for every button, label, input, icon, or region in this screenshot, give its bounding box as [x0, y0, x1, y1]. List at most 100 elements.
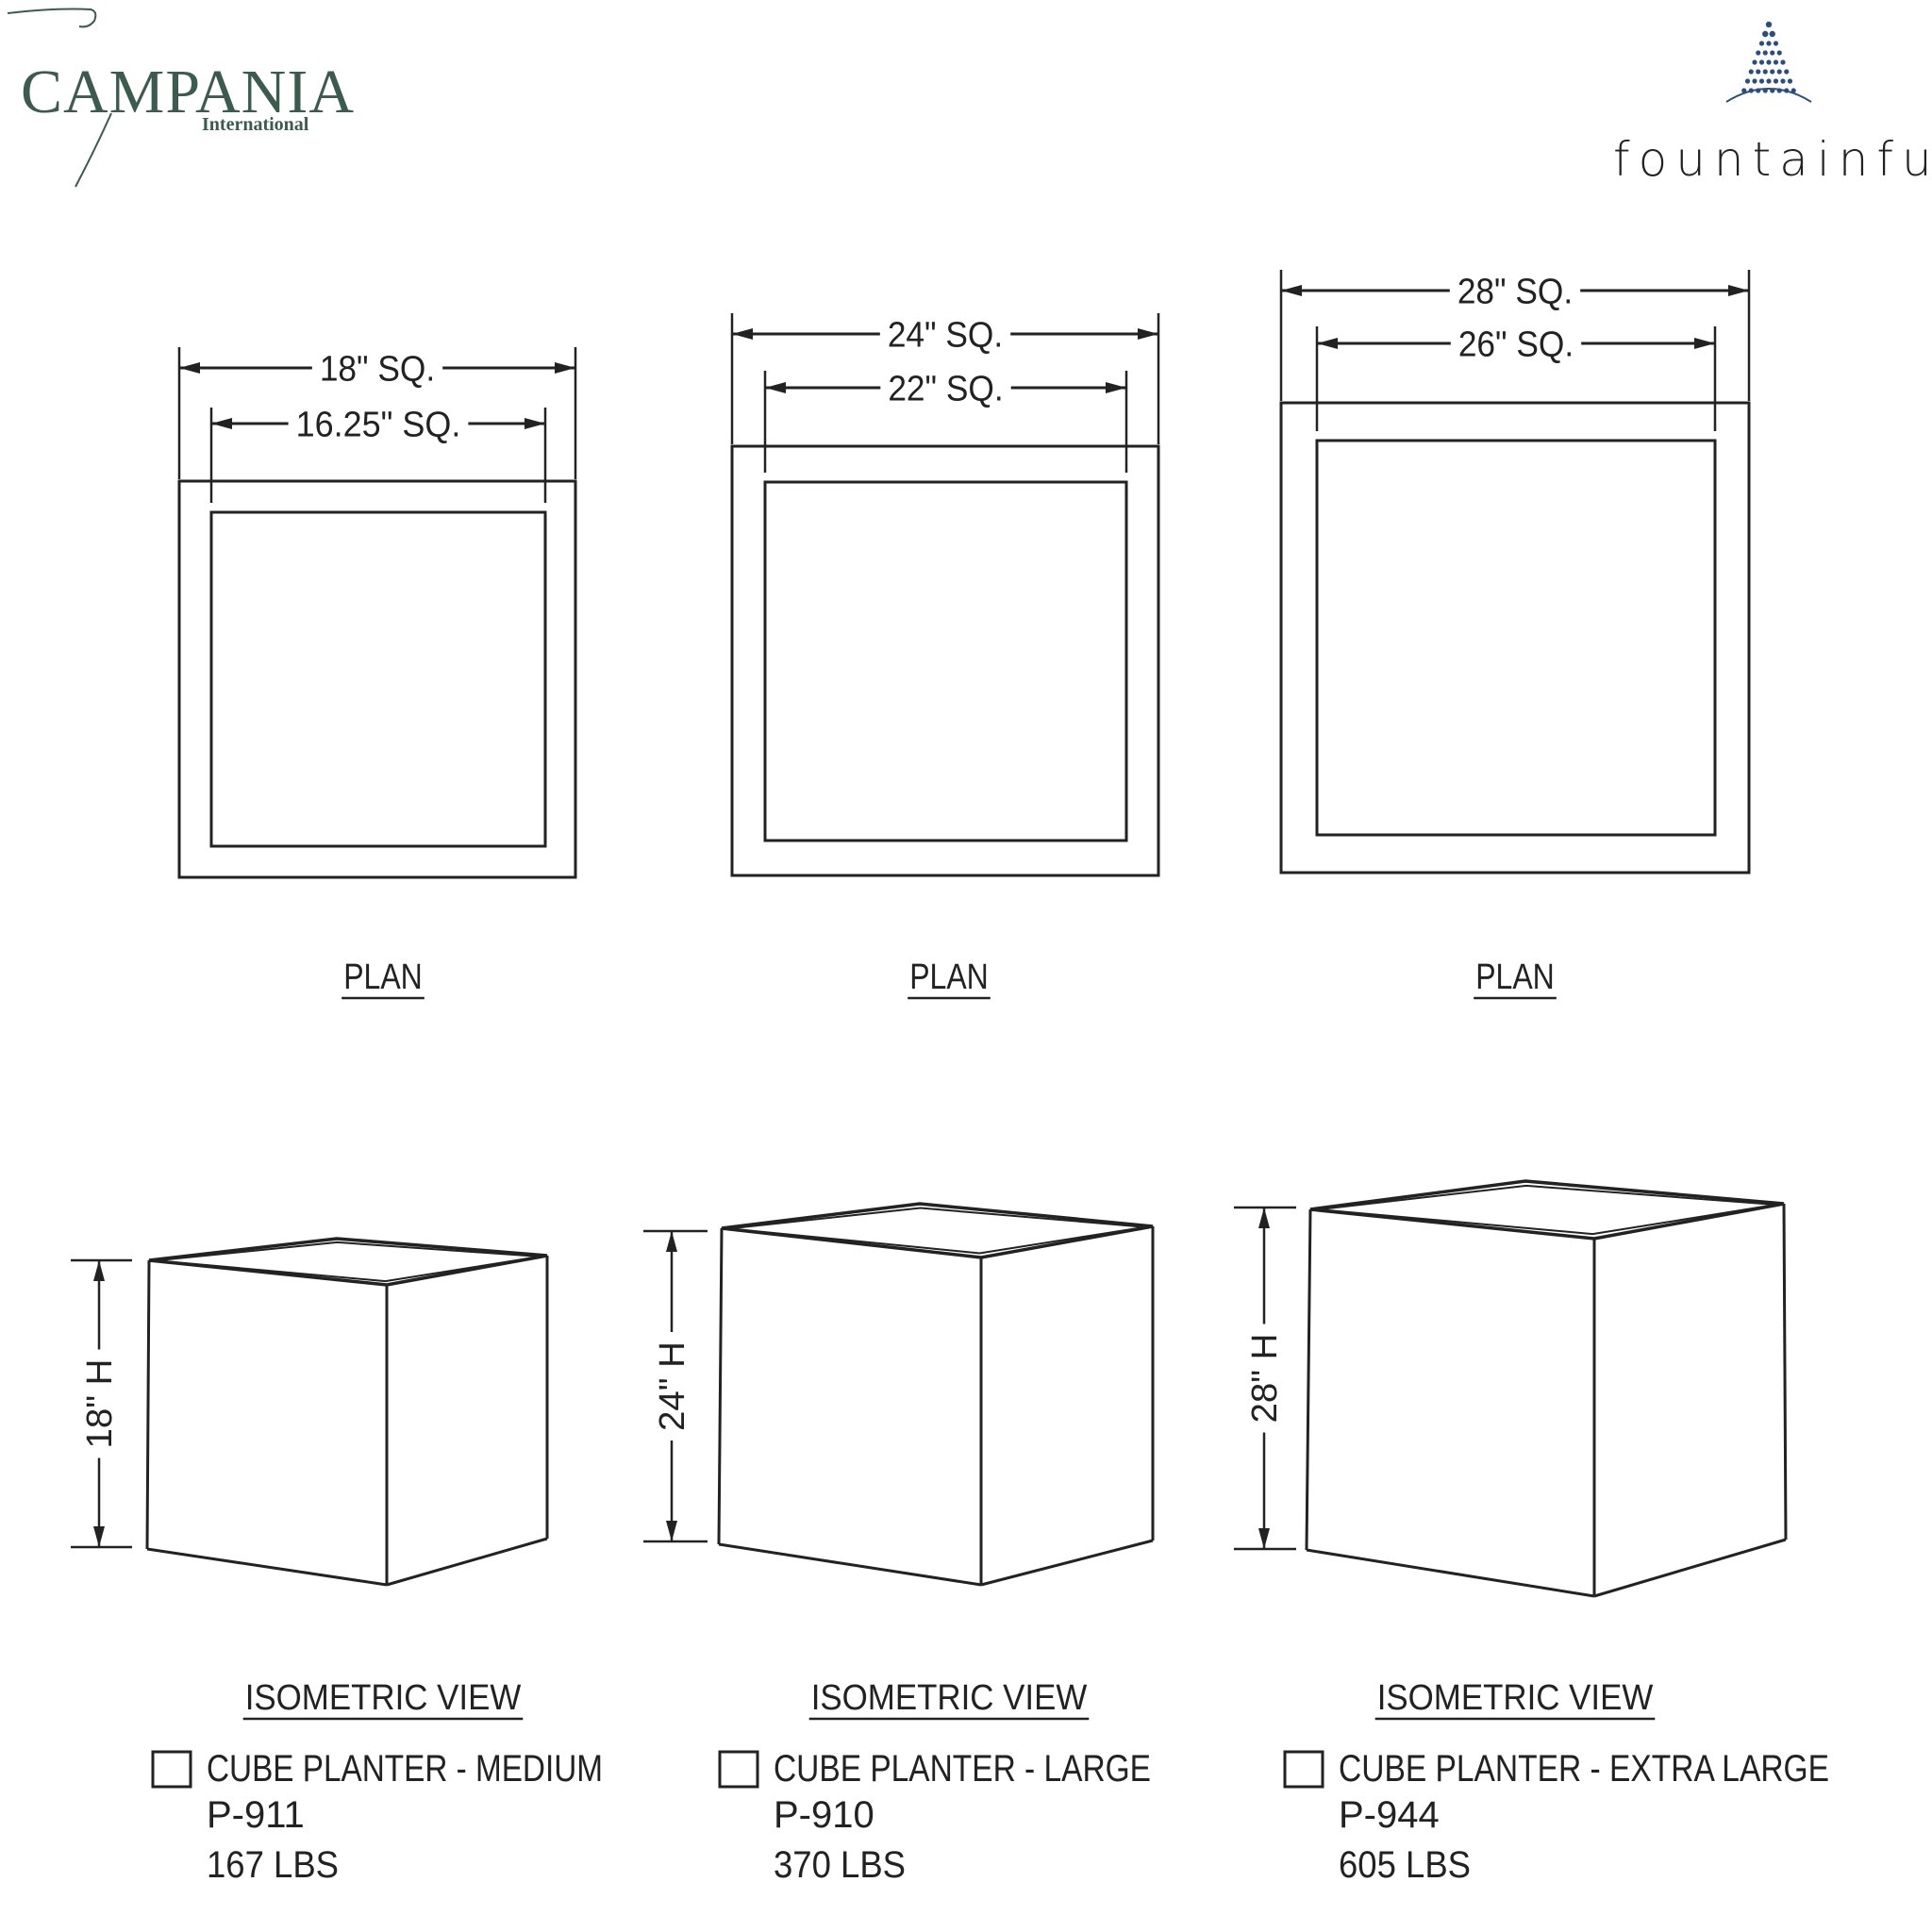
product-3-outer-dim-label: 28" SQ. [1457, 273, 1573, 312]
fountainful-dot [1756, 69, 1761, 75]
fountainful-dot [1770, 50, 1775, 56]
product-1-outer-dim-label: 18" SQ. [320, 350, 435, 390]
product-1-checkbox [151, 1750, 192, 1789]
product-3-name: CUBE PLANTER - EXTRA LARGE [1339, 1748, 1829, 1790]
fountainful-dot [1770, 69, 1775, 75]
product-2-iso-top-rim [728, 1207, 1146, 1255]
product-2-outer-dim-arrow-right [1138, 328, 1158, 340]
fountainful-dot [1744, 78, 1751, 84]
fountainful-dot [1766, 41, 1772, 46]
product-3-iso-edge-right [1782, 1203, 1788, 1541]
product-1-iso-view-label: ISOMETRIC VIEW [245, 1678, 522, 1718]
product-1-inner-dim-label: 16.25" SQ. [296, 406, 461, 445]
product-2-code: P-910 [774, 1794, 874, 1836]
campania-sub: International [202, 114, 309, 135]
product-2-height-label: 24" H [653, 1341, 692, 1431]
fountainful-dot [1752, 59, 1757, 65]
fountainful-dot [1748, 69, 1754, 75]
fountainful-dot [1762, 30, 1769, 38]
product-3-inner-dim-label: 26" SQ. [1458, 325, 1574, 365]
product-3-plan-inner-square [1315, 439, 1717, 837]
product-1-iso-bottom-left [146, 1547, 388, 1587]
product-3-code: P-944 [1339, 1794, 1440, 1836]
product-1-plan-outer-square [177, 479, 577, 879]
fountainful-dot [1762, 69, 1768, 75]
product-2-inner-dim-arrow-right [1106, 382, 1126, 393]
fountainful-wordmark: fountainful [1613, 132, 1932, 187]
fountainful-dot [1769, 30, 1775, 38]
product-3-height-arrow-bottom [1258, 1528, 1270, 1549]
fountainful-dot [1776, 50, 1782, 56]
product-2-plan-outer-square [730, 444, 1160, 877]
fountainful-dot [1758, 59, 1765, 65]
product-2-plan-label: PLAN [909, 958, 989, 997]
product-1-plan-label: PLAN [343, 958, 423, 997]
fountainful-dot [1784, 69, 1790, 75]
product-2-plan-inner-square [763, 480, 1128, 842]
product-2-iso-edge-left [717, 1227, 724, 1545]
fountainful-dot [1762, 50, 1768, 56]
product-3-iso-bottom-left [1306, 1548, 1595, 1598]
product-1-weight: 167 LBS [207, 1844, 339, 1886]
fountainful-dot [1758, 41, 1765, 46]
product-2-iso-bottom-right [980, 1539, 1154, 1587]
product-2-iso-bottom-left [718, 1542, 982, 1587]
product-3-height-label: 28" H [1245, 1334, 1285, 1424]
product-2-name: CUBE PLANTER - LARGE [774, 1748, 1151, 1790]
product-3-iso-top-rim [1318, 1184, 1776, 1236]
product-3-iso-bottom-right [1593, 1538, 1787, 1598]
fountainful-arc [1725, 88, 1812, 103]
product-1-code: P-911 [207, 1794, 305, 1836]
product-3-plan-label: PLAN [1475, 958, 1555, 997]
fountainful-dot [1766, 78, 1772, 84]
fountainful-dot [1758, 78, 1765, 84]
campania-swoosh-icon [7, 8, 112, 188]
fountainful-mark-icon [1725, 21, 1812, 103]
fountainful-logo: fountainful [1604, 9, 1932, 198]
product-1-height-arrow-top [93, 1260, 105, 1281]
fountainful-dot [1780, 59, 1786, 65]
fountainful-dot [1773, 59, 1779, 65]
product-1-name: CUBE PLANTER - MEDIUM [207, 1748, 603, 1790]
fountainful-dot [1752, 78, 1757, 84]
product-2-outer-dim-label: 24" SQ. [888, 316, 1003, 356]
product-2-weight: 370 LBS [774, 1844, 906, 1886]
product-1-plan-inner-square [209, 510, 547, 848]
product-3-iso-edge-left [1305, 1208, 1312, 1551]
product-1-iso-top-rim [156, 1241, 541, 1283]
product-2-height-arrow-top [666, 1231, 677, 1252]
product-2-height-arrow-bottom [666, 1521, 677, 1541]
product-3-weight: 605 LBS [1339, 1844, 1471, 1886]
product-3-checkbox [1283, 1750, 1324, 1789]
product-2-inner-dim-arrow-left [765, 382, 786, 393]
product-1-inner-dim-arrow-right [525, 418, 545, 429]
product-1-outer-dim-arrow-right [555, 362, 575, 374]
product-1-iso-bottom-right [386, 1537, 548, 1587]
fountainful-dot [1766, 59, 1772, 65]
fountainful-dot [1787, 78, 1793, 84]
fountainful-dot [1773, 78, 1779, 84]
product-1-height-label: 18" H [80, 1359, 120, 1449]
fountainful-dot [1780, 78, 1786, 84]
fountainful-dot [1765, 21, 1773, 28]
product-3-inner-dim-arrow-left [1317, 338, 1338, 349]
product-3-plan-outer-square [1279, 401, 1751, 874]
product-2-outer-dim-arrow-left [732, 328, 753, 340]
product-1-height-arrow-bottom [93, 1526, 105, 1547]
product-1-iso-edge-left [145, 1259, 151, 1550]
product-3-inner-dim-arrow-right [1694, 338, 1715, 349]
product-1-outer-dim-arrow-left [179, 362, 200, 374]
product-3-outer-dim-arrow-right [1728, 285, 1749, 296]
product-2-inner-dim-label: 22" SQ. [888, 370, 1003, 409]
product-2-iso-view-label: ISOMETRIC VIEW [811, 1678, 1088, 1718]
fountainful-dot [1776, 69, 1782, 75]
product-3-height-arrow-top [1258, 1208, 1270, 1228]
product-1-inner-dim-arrow-left [211, 418, 232, 429]
product-2-checkbox [718, 1750, 759, 1789]
campania-brand: CAMPANIA [21, 58, 355, 126]
campania-logo: CAMPANIA International [0, 0, 354, 198]
fountainful-dot [1773, 41, 1779, 46]
fountainful-dot [1756, 50, 1761, 56]
product-3-outer-dim-arrow-left [1281, 285, 1302, 296]
